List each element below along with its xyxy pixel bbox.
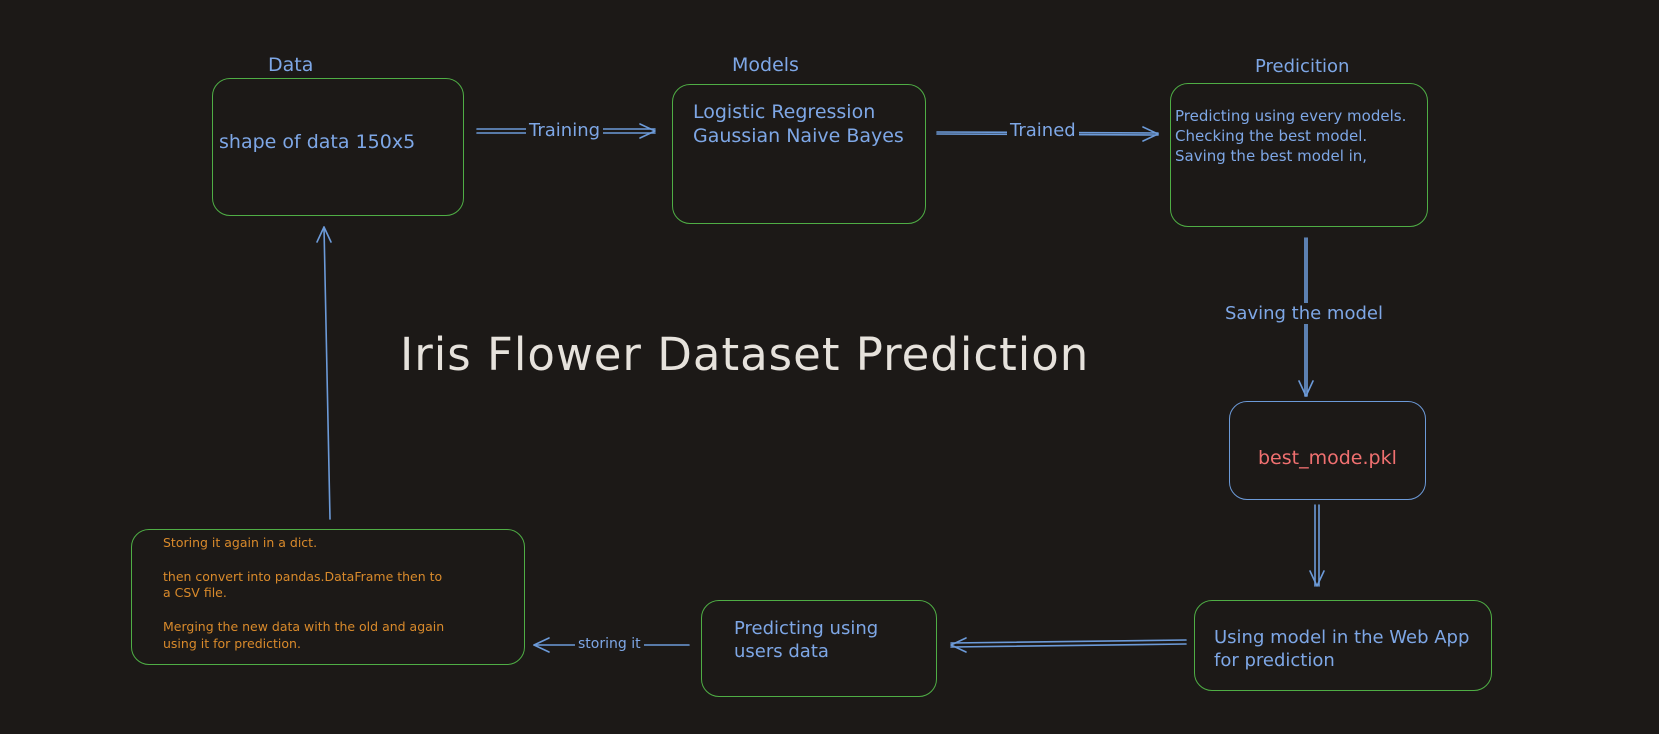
web-app-box bbox=[1194, 600, 1492, 691]
models-heading: Models bbox=[732, 54, 799, 76]
user-predict-text: Predicting using users data bbox=[734, 618, 879, 662]
prediction-heading: Predicition bbox=[1255, 56, 1350, 77]
page-title: Iris Flower Dataset Prediction bbox=[400, 328, 1090, 381]
prediction-box bbox=[1170, 83, 1428, 227]
trained-label: Trained bbox=[1007, 120, 1079, 141]
training-label: Training bbox=[526, 120, 604, 141]
storage-box bbox=[131, 529, 525, 665]
model-file-box bbox=[1229, 401, 1426, 500]
arrow-web-app-to-user-predict bbox=[950, 637, 1187, 653]
prediction-box-text: Predicting using every models. Checking … bbox=[1175, 107, 1407, 165]
storing-it-label: storing it bbox=[575, 636, 644, 652]
saving-model-label: Saving the model bbox=[1222, 303, 1386, 324]
model-file-text: best_mode.pkl bbox=[1258, 447, 1397, 469]
models-box-text: Logistic Regression Gaussian Naive Bayes bbox=[693, 101, 904, 147]
storage-text: Storing it again in a dict. then convert… bbox=[163, 535, 445, 651]
arrow-storage-to-data bbox=[316, 226, 332, 520]
data-heading: Data bbox=[268, 54, 314, 76]
arrow-model-file-to-web-app bbox=[1309, 504, 1325, 587]
web-app-text: Using model in the Web App for predictio… bbox=[1214, 627, 1470, 671]
models-box bbox=[672, 84, 926, 224]
data-box-text: shape of data 150x5 bbox=[219, 131, 416, 153]
data-box bbox=[212, 78, 464, 216]
user-predict-box bbox=[701, 600, 937, 697]
